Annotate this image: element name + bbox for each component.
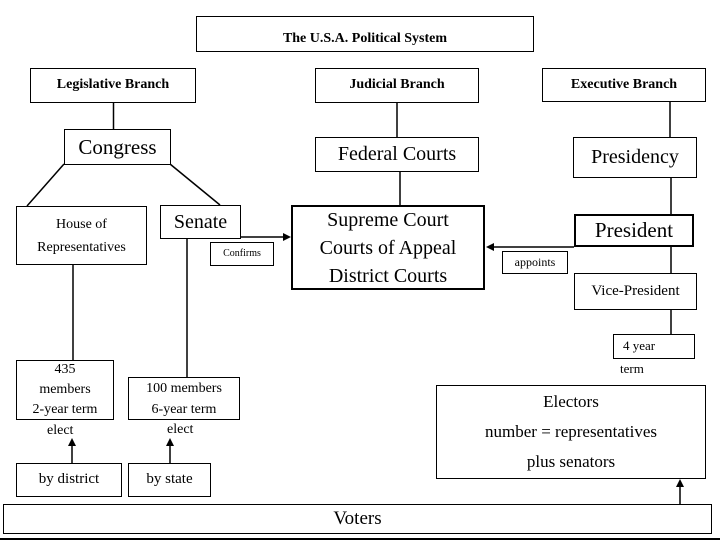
judicial-branch-box: Judicial Branch: [315, 68, 479, 103]
by-state-label: by state: [146, 471, 193, 488]
president-label: President: [594, 218, 674, 243]
slide-bottom-edge: [0, 538, 720, 540]
presidency-box: Presidency: [573, 137, 697, 178]
legislative-branch-box: Legislative Branch: [30, 68, 196, 103]
judicial-branch-label: Judicial Branch: [349, 77, 445, 93]
senate-members-box: 100 members 6-year term: [128, 377, 240, 420]
term-label: term: [620, 361, 644, 376]
supreme-line-1: Supreme Court: [327, 208, 449, 231]
legislative-branch-label: Legislative Branch: [56, 77, 170, 93]
house-of-representatives-box: House of Representatives: [16, 206, 147, 265]
senate-members-line-2: 6-year term: [151, 401, 217, 417]
supreme-court-box: Supreme Court Courts of Appeal District …: [291, 205, 485, 290]
federal-courts-label: Federal Courts: [337, 143, 457, 165]
congress-label: Congress: [78, 134, 157, 159]
senate-members-line-1: 100 members: [146, 380, 222, 396]
house-members-line-1: 435: [54, 362, 76, 377]
supreme-line-2: Courts of Appeal: [319, 236, 457, 259]
four-year-term-box: 4 year: [613, 334, 695, 359]
elect-label-senate: elect: [167, 422, 194, 437]
electors-line-2: number = representatives: [485, 422, 657, 441]
by-district-box: by district: [16, 463, 122, 497]
presidency-label: Presidency: [591, 146, 679, 168]
president-box: President: [574, 214, 694, 247]
title-box: The U.S.A. Political System: [196, 16, 534, 52]
appoints-edge-label-box: appoints: [502, 251, 568, 274]
appoints-label: appoints: [514, 254, 556, 269]
elect-label-house: elect: [47, 423, 74, 438]
executive-branch-box: Executive Branch: [542, 68, 706, 102]
senate-box: Senate: [160, 205, 241, 239]
by-district-label: by district: [38, 471, 100, 488]
voters-label: Voters: [333, 508, 382, 530]
confirms-label: Confirms: [223, 248, 261, 260]
electors-line-1: Electors: [543, 392, 599, 411]
executive-branch-label: Executive Branch: [570, 76, 678, 92]
vice-president-box: Vice-President: [574, 273, 697, 310]
diagram-title: The U.S.A. Political System: [282, 30, 448, 46]
vice-president-label: Vice-President: [591, 282, 680, 299]
house-line-1: House of: [56, 216, 107, 232]
house-members-line-3: 2-year term: [32, 402, 98, 417]
congress-box: Congress: [64, 129, 171, 165]
electors-line-3: plus senators: [526, 452, 616, 471]
senate-label: Senate: [173, 210, 228, 233]
four-year-label: 4 year: [623, 338, 656, 354]
by-state-box: by state: [128, 463, 211, 497]
voters-box: Voters: [3, 504, 712, 534]
electors-box: Electors number = representatives plus s…: [436, 385, 706, 479]
federal-courts-box: Federal Courts: [315, 137, 479, 172]
confirms-edge-label-box: Confirms: [210, 242, 274, 266]
house-members-box: 435 members 2-year term: [16, 360, 114, 420]
supreme-line-3: District Courts: [328, 264, 448, 287]
house-members-line-2: members: [39, 382, 91, 397]
house-line-2: Representatives: [37, 239, 126, 255]
